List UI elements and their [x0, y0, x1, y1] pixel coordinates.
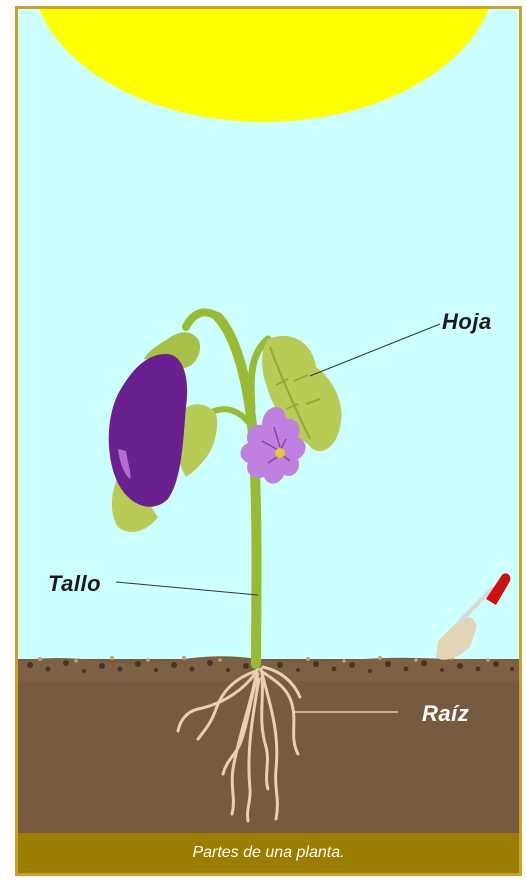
sun [31, 9, 497, 122]
stem-branch-left [214, 409, 250, 424]
caption-bar: Partes de una planta. [18, 833, 519, 873]
leaf-leader-line [310, 324, 440, 376]
diagram-frame: Hoja Tallo Raíz Partes de una planta. [15, 6, 522, 876]
trowel [436, 573, 510, 659]
caption-text: Partes de una planta. [18, 844, 519, 862]
eggplant [109, 354, 187, 507]
stem-leader-line [116, 582, 258, 595]
stem-label: Tallo [48, 571, 101, 597]
plant-scene [18, 9, 519, 873]
eggplant-stalk [186, 312, 218, 327]
leaf-label: Hoja [442, 309, 492, 335]
root-label: Raíz [422, 701, 469, 727]
